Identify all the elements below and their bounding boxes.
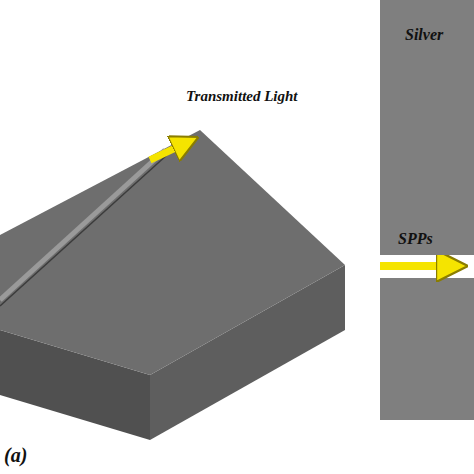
panel-label: (a) xyxy=(4,444,27,466)
spp-arrow xyxy=(380,262,452,270)
slab-top-face xyxy=(0,130,345,375)
silver-block: Silver xyxy=(380,0,474,255)
material-label: Silver xyxy=(405,26,443,44)
slit-edge xyxy=(0,154,168,306)
spp-label: SPPs xyxy=(398,230,433,248)
light-arrow xyxy=(150,143,186,160)
silver-block xyxy=(380,278,474,420)
slit xyxy=(0,150,165,300)
light-label: Transmitted Light xyxy=(186,88,298,105)
gap xyxy=(380,255,474,278)
